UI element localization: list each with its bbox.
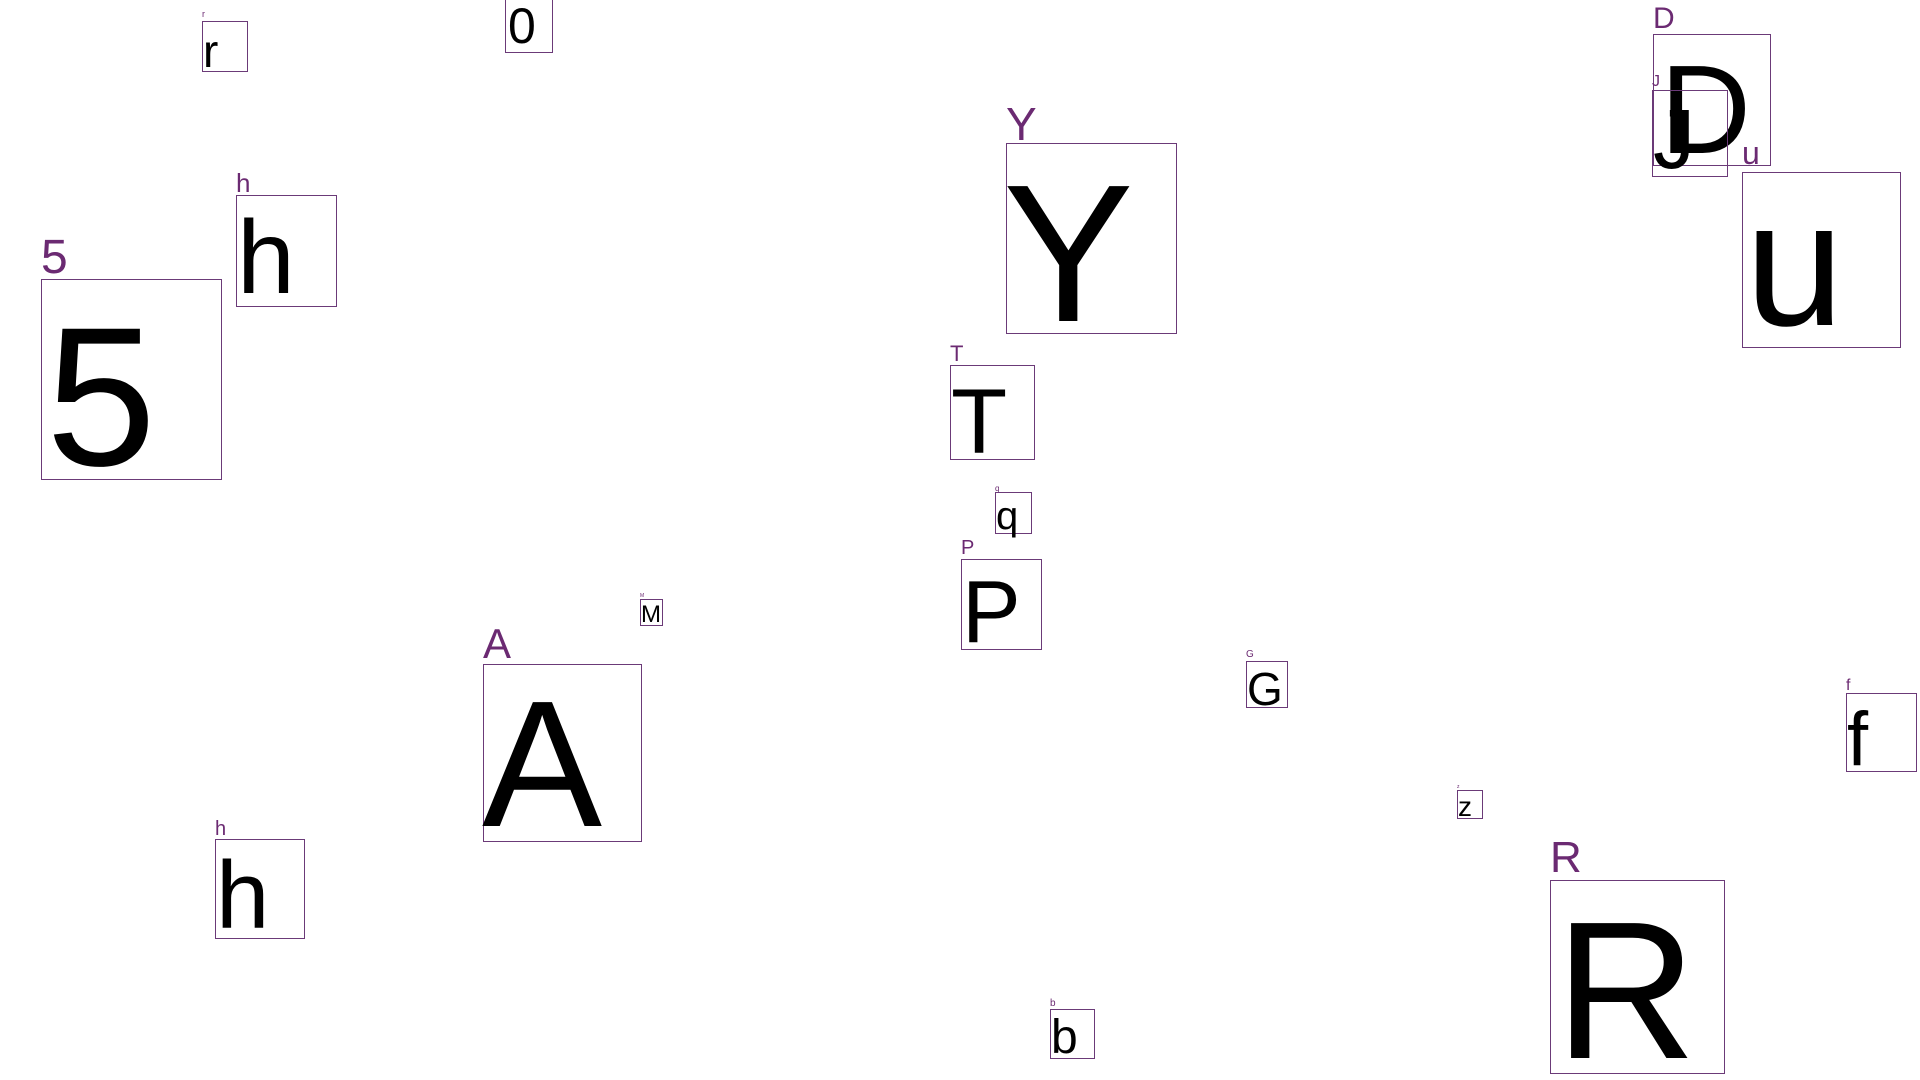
glyph-char: h xyxy=(237,200,295,316)
glyph-box: r xyxy=(202,21,248,77)
glyph-label: P xyxy=(961,537,975,559)
glyph-label: M xyxy=(640,593,645,599)
glyph-label: J xyxy=(1652,73,1660,90)
glyph-box: b xyxy=(1050,1009,1095,1064)
glyph-box: P xyxy=(961,559,1042,656)
glyph-label: h xyxy=(215,818,227,840)
glyph-char: G xyxy=(1247,663,1283,715)
glyph-box: T xyxy=(950,365,1035,468)
glyph-label: 5 xyxy=(41,231,68,284)
glyph-char: 5 xyxy=(46,286,157,507)
glyph-label: A xyxy=(483,620,512,667)
glyph-box: h xyxy=(215,839,305,944)
glyph-label: b xyxy=(1050,998,1056,1009)
glyph-char: M xyxy=(641,601,661,628)
glyph-label: D xyxy=(1653,2,1675,35)
glyph-char: Y xyxy=(1003,144,1134,363)
glyph-char: P xyxy=(962,562,1021,661)
glyph-label: Y xyxy=(1006,98,1037,150)
glyph-label: u xyxy=(1742,135,1760,171)
glyph-box: Y xyxy=(1003,143,1177,352)
glyph-char: r xyxy=(203,25,219,77)
glyph-char: T xyxy=(951,371,1008,473)
glyph-box: J xyxy=(1652,90,1728,181)
glyph-label: r xyxy=(202,9,205,19)
glyph-box: 5 xyxy=(41,279,222,496)
glyph-char: J xyxy=(1653,92,1695,186)
glyph-char: 0 xyxy=(508,0,536,54)
glyph-label: R xyxy=(1550,833,1582,882)
glyph-char: z xyxy=(1458,791,1472,822)
glyph-label: G xyxy=(1246,649,1254,660)
glyph-box: q xyxy=(995,492,1032,538)
glyph-box: u xyxy=(1742,172,1901,353)
glyph-box: A xyxy=(482,664,642,855)
glyph-box: G xyxy=(1246,661,1288,712)
glyph-char: A xyxy=(482,664,603,865)
glyph-box: M xyxy=(640,599,663,628)
glyph-char: D xyxy=(1660,39,1751,180)
glyph-label: z xyxy=(1457,784,1460,790)
glyph-box: f xyxy=(1846,693,1917,778)
glyph-label: T xyxy=(950,341,964,366)
glyph-box: z xyxy=(1457,790,1483,822)
glyph-label: q xyxy=(995,484,1000,493)
glyph-char: R xyxy=(1555,881,1697,1080)
glyph-char: h xyxy=(216,842,270,949)
glyph-char: u xyxy=(1745,164,1844,363)
glyph-box: 0 xyxy=(505,0,553,53)
glyph-box: R xyxy=(1550,880,1725,1080)
glyph-char: b xyxy=(1051,1011,1078,1064)
glyph-label: h xyxy=(236,168,251,198)
glyph-box: D xyxy=(1653,34,1771,173)
glyph-label: f xyxy=(1846,677,1851,694)
glyph-char: f xyxy=(1847,697,1869,782)
glyph-char: q xyxy=(996,494,1019,538)
glyph-box: h xyxy=(236,195,337,316)
